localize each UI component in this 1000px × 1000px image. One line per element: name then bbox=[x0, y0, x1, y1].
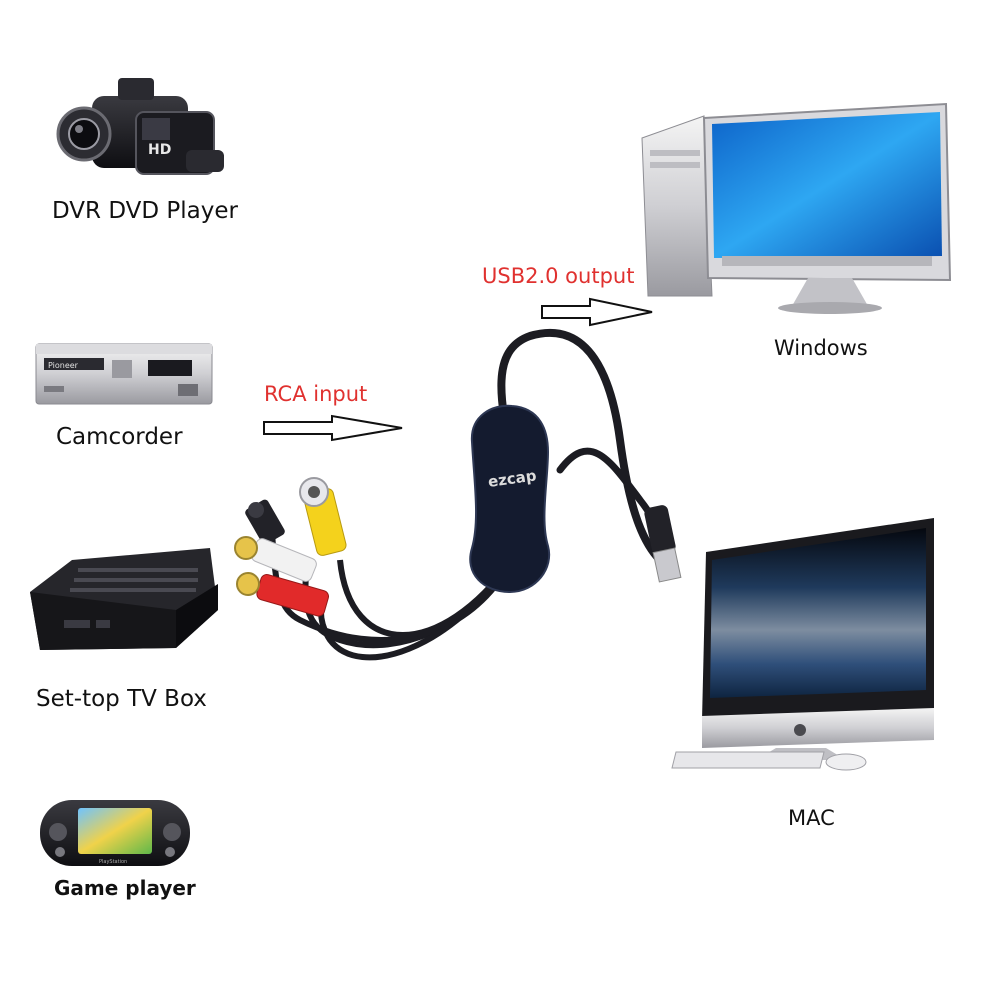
label-dvr-dvd-player: DVR DVD Player bbox=[52, 198, 238, 224]
game-brand: PlayStation bbox=[99, 859, 127, 865]
label-game-player: Game player bbox=[54, 876, 196, 900]
usb-plug bbox=[644, 505, 682, 583]
usb-output-arrow bbox=[541, 297, 653, 327]
camcorder-image: HD bbox=[56, 78, 224, 175]
rca-connector-yellow bbox=[299, 477, 347, 556]
annotation-usb-output: USB2.0 output bbox=[482, 264, 635, 288]
settop-box-image bbox=[30, 548, 218, 650]
rca-connector-white bbox=[234, 536, 317, 582]
hd-badge: HD bbox=[148, 142, 171, 158]
rca-input-arrow bbox=[263, 414, 403, 442]
annotation-rca-input: RCA input bbox=[264, 382, 368, 406]
rca-connector-red bbox=[236, 572, 329, 617]
windows-pc-image bbox=[641, 102, 952, 314]
capture-device: ezcap bbox=[234, 328, 682, 661]
label-set-top-tv-box: Set-top TV Box bbox=[36, 686, 207, 712]
game-player-image: PlayStation bbox=[40, 800, 190, 866]
dvd-brand: Pioneer bbox=[48, 361, 79, 370]
label-mac: MAC bbox=[788, 806, 835, 830]
dvd-player-image: Pioneer bbox=[35, 343, 213, 405]
label-windows: Windows bbox=[774, 336, 868, 360]
rca-connector-svideo bbox=[245, 499, 285, 545]
label-camcorder: Camcorder bbox=[56, 424, 183, 450]
mac-image bbox=[671, 518, 934, 771]
